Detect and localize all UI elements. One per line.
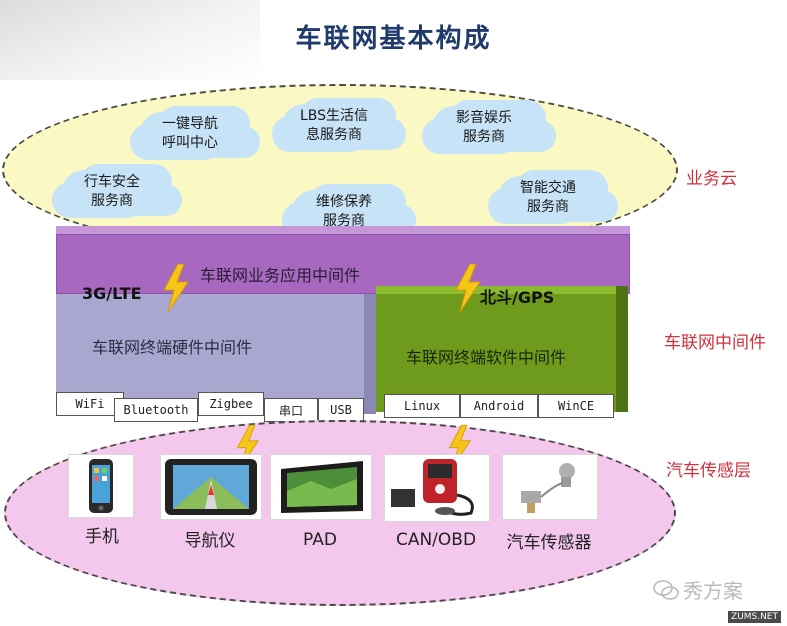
lightning-bolt-icon: [163, 264, 189, 312]
watermark: 秀方案: [653, 575, 743, 604]
watermark-text: 秀方案: [683, 579, 743, 603]
service-cloud-label: 影音娱乐 服务商: [432, 109, 536, 147]
service-cloud-label: 一键导航 呼叫中心: [140, 115, 240, 153]
hardware-middleware-side: [364, 294, 376, 414]
service-cloud-label: 智能交通 服务商: [498, 179, 598, 217]
lightning-bolt-icon: [448, 424, 472, 468]
service-cloud-label: 维修保养 服务商: [292, 193, 396, 231]
service-cloud: [432, 106, 536, 150]
wechat-icon: [653, 579, 679, 600]
pad-image: [270, 454, 372, 520]
watermark-small: ZUMS.NET: [727, 611, 781, 623]
service-line1: 一键导航: [162, 116, 218, 132]
app-middleware-layer: [56, 234, 630, 294]
software-chip-android: Android: [460, 394, 538, 418]
service-line2: 服务商: [527, 199, 569, 215]
middleware-layer-label: 车联网中间件: [664, 333, 766, 353]
phone-image: [68, 454, 134, 518]
service-line2: 呼叫中心: [162, 135, 218, 151]
service-line2: 服务商: [463, 129, 505, 145]
service-line2: 服务商: [323, 213, 365, 229]
service-line2: 服务商: [91, 193, 133, 209]
service-line1: 影音娱乐: [456, 110, 512, 126]
obd-scanner-icon: [391, 459, 474, 516]
service-cloud: [62, 170, 162, 214]
device-label-phone: 手机: [85, 527, 119, 547]
service-cloud-label: LBS生活信 息服务商: [282, 107, 386, 145]
lightning-bolt-icon: [455, 264, 481, 312]
sensor-layer-label: 汽车传感层: [666, 461, 751, 481]
service-cloud: [140, 112, 240, 156]
device-label-pad: PAD: [303, 530, 337, 550]
navigator-image: [160, 454, 262, 520]
service-line1: LBS生活信: [299, 108, 369, 124]
network-right-label: 北斗/GPS: [480, 288, 555, 307]
hardware-chip-usb: USB: [318, 398, 364, 422]
diagram-title: 车联网基本构成: [295, 24, 492, 54]
cloud-layer-label: 业务云: [686, 169, 737, 189]
car-sensor-icon: [521, 463, 575, 513]
background-corner: [0, 0, 260, 80]
car-sensor-image: [502, 454, 598, 520]
service-line2: 息服务商: [306, 127, 362, 143]
app-middleware-label: 车联网业务应用中间件: [200, 266, 361, 285]
phone-icon: [89, 459, 113, 513]
device-label-navigator: 导航仪: [184, 531, 236, 551]
software-middleware-top: [376, 286, 628, 294]
device-label-obd: CAN/OBD: [395, 530, 477, 550]
obd-image: [384, 454, 490, 522]
software-middleware-label: 车联网终端软件中间件: [406, 348, 567, 367]
software-middleware-layer: [376, 294, 616, 412]
hardware-chip-zigbee: Zigbee: [198, 392, 264, 416]
service-line1: 行车安全: [84, 174, 140, 190]
service-line1: 智能交通: [520, 180, 576, 196]
software-chip-linux: Linux: [384, 394, 460, 418]
lightning-bolt-icon: [236, 424, 260, 468]
service-cloud: [498, 176, 598, 220]
service-cloud: [282, 104, 386, 148]
software-chip-wince: WinCE: [538, 394, 614, 418]
service-cloud-label: 行车安全 服务商: [62, 173, 162, 211]
service-line1: 维修保养: [316, 194, 372, 210]
tablet-icon: [281, 461, 363, 513]
network-left-label: 3G/LTE: [82, 284, 142, 303]
hardware-chip-serial: 串口: [264, 398, 318, 422]
app-middleware-top: [56, 226, 630, 236]
device-label-car-sensor: 汽车传感器: [506, 533, 592, 553]
hardware-middleware-label: 车联网终端硬件中间件: [92, 338, 253, 357]
software-middleware-side: [616, 286, 628, 412]
hardware-chip-wifi: WiFi: [56, 392, 124, 416]
navigator-icon: [165, 459, 257, 515]
hardware-chip-bluetooth: Bluetooth: [114, 398, 198, 422]
